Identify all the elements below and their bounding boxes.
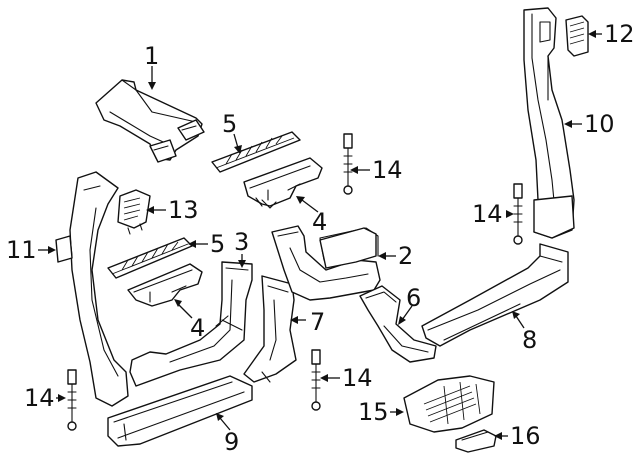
callout-15: 15 (358, 398, 389, 426)
part-4-lower-bracket (127, 263, 203, 307)
part-5-upper-grille (211, 131, 301, 173)
part-14-pin-right (513, 183, 523, 245)
part-14-pin-upper (343, 133, 353, 195)
callout-6: 6 (406, 284, 421, 312)
part-12-clip (565, 15, 589, 57)
callout-14-left: 14 (24, 384, 55, 412)
callout-9: 9 (224, 428, 239, 456)
part-9-floor-duct (107, 375, 253, 447)
part-4-upper-bracket (243, 157, 323, 209)
callout-7: 7 (310, 308, 325, 336)
part-8-rear-duct (421, 243, 569, 347)
part-10-riser-duct (523, 7, 575, 239)
part-1-twin-outlet-duct (95, 79, 205, 163)
callout-11: 11 (6, 236, 37, 264)
part-7-side-riser (243, 275, 297, 383)
part-11-left-duct (55, 171, 129, 407)
part-13-small-vent (117, 189, 151, 235)
part-3-center-riser (129, 261, 253, 387)
part-14-pin-center (311, 349, 321, 411)
part-14-pin-left (67, 369, 77, 431)
callout-5-lower: 5 (210, 230, 225, 258)
callout-10: 10 (584, 110, 615, 138)
callout-2: 2 (398, 242, 413, 270)
callout-14-upper: 14 (372, 156, 403, 184)
callout-13: 13 (168, 196, 199, 224)
callout-12: 12 (604, 20, 635, 48)
callout-14-center: 14 (342, 364, 373, 392)
part-2-front-duct (271, 225, 381, 301)
callout-16: 16 (510, 422, 541, 450)
callout-4-lower: 4 (190, 314, 205, 342)
part-16-clip (455, 429, 497, 453)
part-15-rear-vent (403, 375, 495, 433)
part-6-small-duct (359, 285, 437, 363)
leader-lines (38, 30, 602, 440)
callout-4-upper: 4 (312, 208, 327, 236)
callout-numbers: 1 2 3 4 4 5 5 6 7 8 9 10 11 12 13 14 14 … (6, 20, 635, 456)
callout-5-upper: 5 (222, 110, 237, 138)
callout-8: 8 (522, 326, 537, 354)
callout-3: 3 (234, 228, 249, 256)
callout-14-right: 14 (472, 200, 503, 228)
callout-1: 1 (144, 42, 159, 70)
